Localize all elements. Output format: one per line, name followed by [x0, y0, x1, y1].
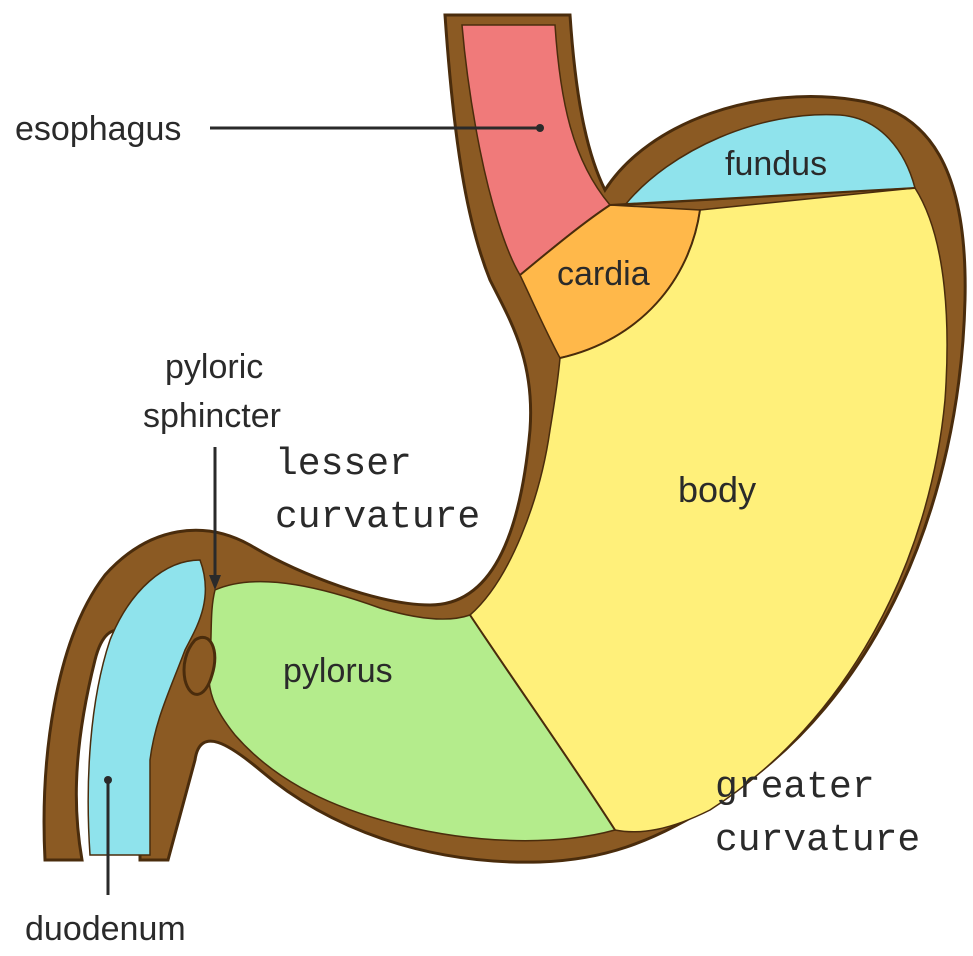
label-pyloric-sphincter-2: sphincter [143, 397, 281, 435]
label-lesser-curvature-1: lesser [275, 443, 412, 486]
label-cardia: cardia [557, 255, 650, 293]
label-fundus: fundus [725, 145, 827, 183]
duodenum-leader-dot [104, 776, 112, 784]
label-greater-curvature-2: curvature [715, 819, 920, 862]
label-pylorus: pylorus [283, 652, 393, 690]
label-greater-curvature-1: greater [715, 766, 875, 809]
label-body: body [678, 469, 756, 510]
label-esophagus: esophagus [15, 110, 181, 148]
label-lesser-curvature-2: curvature [275, 496, 480, 539]
label-pyloric-sphincter-1: pyloric [165, 348, 263, 386]
label-duodenum: duodenum [25, 910, 186, 948]
esophagus-leader-dot [536, 124, 544, 132]
